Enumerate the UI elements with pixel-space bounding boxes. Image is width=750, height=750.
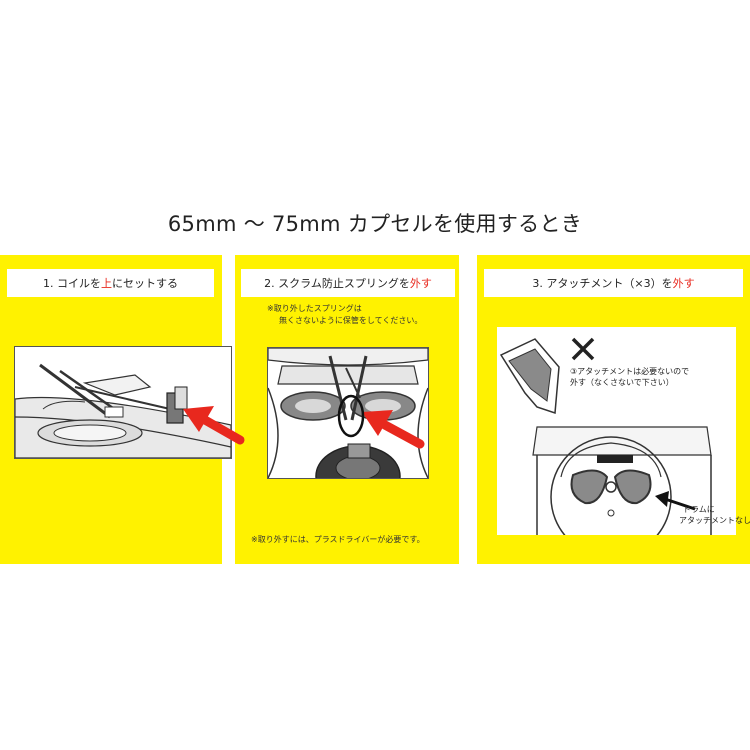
- storage-note-line-1: ※取り外したスプリングは: [267, 304, 362, 313]
- spring-illustration: [267, 347, 429, 479]
- attachment-illustration: [497, 327, 736, 535]
- drum-label: ドラムに アタッチメントなし: [679, 504, 750, 526]
- step-2-header-text: 2. スクラム防止スプリングを: [264, 277, 410, 290]
- drum-label-line-2: アタッチメントなし: [679, 516, 750, 525]
- storage-note: ※取り外したスプリングは 無くさないように保管をしてください。: [267, 303, 422, 327]
- attachment-label-line-2: 外す（なくさないで下さい）: [570, 378, 674, 387]
- step-panel-1: 1. コイルを上にセットする: [0, 255, 232, 564]
- step-1-header-highlight: 上: [101, 277, 112, 290]
- coil-illustration: [14, 346, 232, 459]
- storage-note-line-2: 無くさないように保管をしてください。: [279, 316, 423, 325]
- step-panel-2: 2. スクラム防止スプリングを外す ※取り外したスプリングは 無くさないように保…: [235, 255, 459, 564]
- step-1-header: 1. コイルを上にセットする: [7, 269, 214, 297]
- drum-label-line-1: ドラムに: [683, 505, 715, 514]
- step-2-header: 2. スクラム防止スプリングを外す: [241, 269, 455, 297]
- attachment-label-line-1: ③アタッチメントは必要ないので: [570, 367, 690, 376]
- step-3-header: 3. アタッチメント（×3）を外す: [484, 269, 743, 297]
- step-3-header-text: 3. アタッチメント（×3）を: [532, 277, 673, 290]
- attachment-label: ③アタッチメントは必要ないので 外す（なくさないで下さい）: [570, 366, 689, 388]
- screwdriver-note: ※取り外すには、プラスドライバーが必要です。: [251, 535, 425, 544]
- step-2-header-highlight: 外す: [409, 277, 432, 290]
- step-panel-3: 3. アタッチメント（×3）を外す ③ア: [477, 255, 750, 564]
- page-title: 65mm 〜 75mm カプセルを使用するとき: [167, 212, 583, 236]
- step-3-header-highlight: 外す: [672, 277, 695, 290]
- step-1-header-text: 1. コイルを: [43, 277, 101, 290]
- step-1-header-suffix: にセットする: [112, 277, 178, 290]
